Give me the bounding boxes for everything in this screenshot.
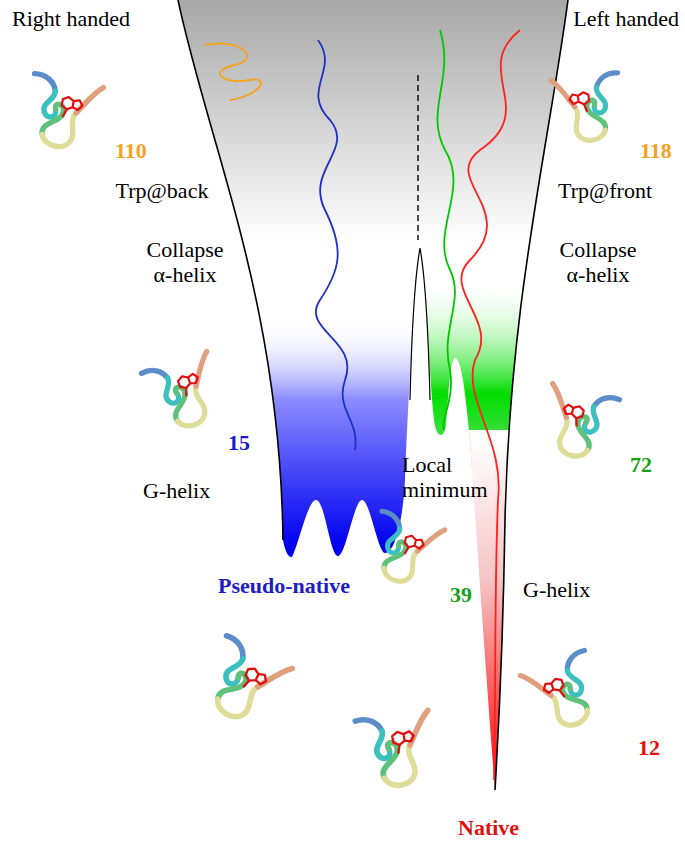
- callout-number: 39: [450, 582, 472, 607]
- protein-structures: [23, 73, 623, 791]
- stage-label: Collapse α-helix: [135, 237, 235, 288]
- callout-number: 12: [638, 735, 660, 760]
- trajectories: [205, 30, 520, 780]
- stage-label: Trp@back: [116, 178, 209, 203]
- funnel-outline: [178, 0, 568, 790]
- stage-label: Collapse α-helix: [548, 237, 648, 288]
- funnel-fill: [150, 0, 580, 800]
- callout-number: 118: [640, 138, 672, 163]
- callout-number: 72: [630, 452, 652, 477]
- callout-number: 110: [115, 138, 147, 163]
- stage-label: G-helix: [523, 577, 590, 602]
- state-label: Native: [458, 815, 519, 840]
- handedness-label: Left handed: [573, 6, 679, 31]
- state-label: Local minimum: [402, 452, 494, 503]
- handedness-label: Right handed: [12, 6, 130, 31]
- stage-label: Trp@front: [558, 178, 652, 203]
- stage-label: G-helix: [143, 478, 210, 503]
- callout-number: 15: [228, 430, 250, 455]
- state-label: Pseudo-native: [218, 573, 350, 598]
